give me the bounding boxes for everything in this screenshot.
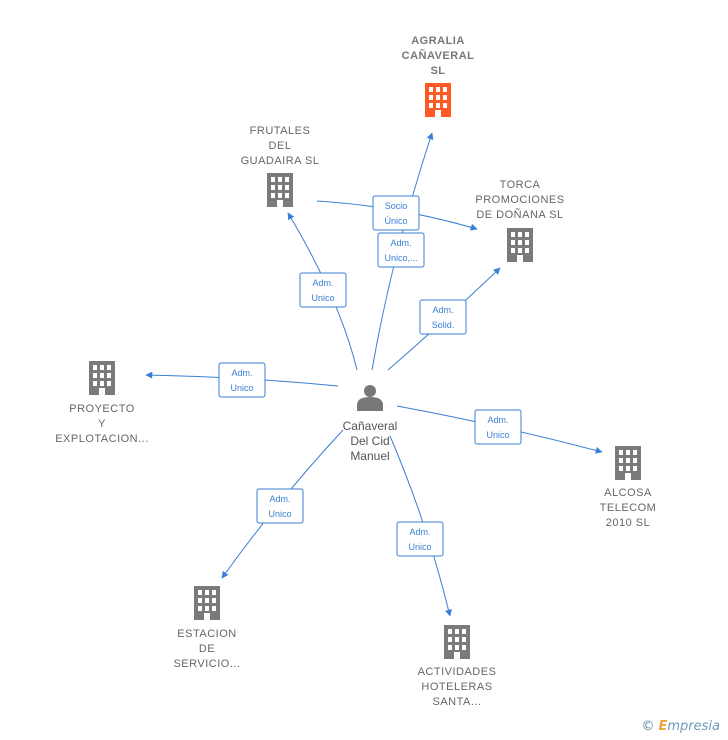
relation-label[interactable]: Adm. Unico (299, 272, 347, 308)
relation-label[interactable]: Adm. Unico (396, 521, 444, 557)
company-node-actividades[interactable]: ACTIVIDADES HOTELERAS SANTA... (418, 625, 497, 708)
relation-center-frutales: Adm. Unico (287, 212, 358, 371)
empresia-brand: ©Empresia (642, 719, 721, 734)
relation-center-proyecto: Adm. Unico (145, 362, 339, 398)
relation-label-box (377, 232, 425, 268)
node-label-line: Y (98, 418, 106, 430)
relation-label-line: Adm. (269, 494, 290, 504)
node-label-line: Manuel (350, 449, 389, 463)
node-label-line: DE DOÑANA SL (476, 208, 563, 221)
building-icon (425, 83, 451, 117)
node-label-line: PROMOCIONES (475, 194, 564, 206)
relation-label-box (474, 409, 522, 445)
relation-center-alcosa: Adm. Unico (396, 405, 603, 454)
node-label-line: Cañaveral (343, 419, 398, 433)
relation-center-agralia: Adm. Unico,... (371, 132, 434, 371)
relation-label[interactable]: Adm. Unico (474, 409, 522, 445)
relation-label-box (372, 195, 420, 231)
building-icon (444, 625, 470, 659)
relation-label-box (299, 272, 347, 308)
building-icon (615, 446, 641, 480)
relation-label-line: Socio (385, 201, 408, 211)
relation-center-torca: Adm. Solid. (387, 267, 501, 371)
edges-layer: Adm.Unico,...SocioÚnicoAdm.UnicoAdm.Soli… (145, 132, 603, 617)
relation-center-estacion: Adm. Unico (221, 429, 344, 579)
relation-label-box (419, 299, 467, 335)
relation-label[interactable]: Adm. Solid. (419, 299, 467, 335)
relation-label[interactable]: Adm. Unico,... (377, 232, 425, 268)
company-node-agralia[interactable]: AGRALIA CAÑAVERAL SL (402, 35, 475, 117)
person-icon (357, 385, 383, 411)
relation-label-line: Unico (268, 509, 291, 519)
relation-label-line: Unico (486, 430, 509, 440)
company-node-frutales[interactable]: FRUTALES DEL GUADAIRA SL (241, 125, 320, 207)
relation-label[interactable]: Adm. Unico (256, 488, 304, 524)
relation-label-line: Adm. (231, 368, 252, 378)
relation-label-line: Unico,... (384, 253, 417, 263)
nodes-layer: AGRALIA CAÑAVERAL SL FRUTALES DEL GUADAIRA SL… (55, 35, 656, 708)
node-label-line: TORCA (500, 179, 541, 191)
node-label-line: SL (430, 65, 445, 77)
node-label-line: SANTA... (432, 696, 481, 708)
relation-label-box (396, 521, 444, 557)
node-label-line: ALCOSA (604, 487, 652, 499)
node-label-line: AGRALIA (411, 35, 465, 47)
relation-label-line: Adm. (390, 238, 411, 248)
relation-label-line: Unico (311, 293, 334, 303)
node-label-line: Del Cid (350, 434, 389, 448)
brand-name: mpresia (667, 719, 720, 734)
building-icon (507, 228, 533, 262)
relation-center-actividades: Adm. Unico (389, 435, 452, 617)
relation-label-line: Unico (230, 383, 253, 393)
building-icon (194, 586, 220, 620)
node-label-line: DE (199, 643, 215, 655)
company-node-torca[interactable]: TORCA PROMOCIONES DE DOÑANA SL (475, 179, 564, 262)
node-label-line: ACTIVIDADES (418, 666, 497, 678)
node-label-line: CAÑAVERAL (402, 49, 475, 62)
relation-label-line: Adm. (409, 527, 430, 537)
relation-label-box (218, 362, 266, 398)
relation-label[interactable]: Adm. Unico (218, 362, 266, 398)
relation-label-line: Adm. (432, 305, 453, 315)
node-label-line: 2010 SL (606, 517, 650, 529)
company-node-proyecto[interactable]: PROYECTO Y EXPLOTACION... (55, 361, 149, 445)
relation-label-line: Adm. (312, 278, 333, 288)
node-label-line: HOTELERAS (421, 681, 492, 693)
copyright-symbol: © (641, 719, 655, 734)
relation-label-line: Unico (408, 542, 431, 552)
node-label-line: EXPLOTACION... (55, 433, 149, 445)
company-node-alcosa[interactable]: ALCOSA TELECOM 2010 SL (600, 446, 657, 529)
node-label-line: PROYECTO (69, 403, 135, 415)
node-label-line: TELECOM (600, 502, 657, 514)
node-label-line: GUADAIRA SL (241, 155, 320, 167)
company-node-estacion[interactable]: ESTACION DE SERVICIO... (173, 586, 240, 670)
node-label-line: DEL (269, 140, 292, 152)
brand-logo-e: E (658, 719, 668, 734)
node-label-line: FRUTALES (250, 125, 311, 137)
relation-label-line: Único (384, 216, 407, 226)
node-label-line: ESTACION (177, 628, 236, 640)
building-icon (89, 361, 115, 395)
relation-label-box (256, 488, 304, 524)
relation-label-line: Adm. (487, 415, 508, 425)
building-icon (267, 173, 293, 207)
node-label-line: SERVICIO... (173, 658, 240, 670)
relation-label-line: Solid. (432, 320, 455, 330)
